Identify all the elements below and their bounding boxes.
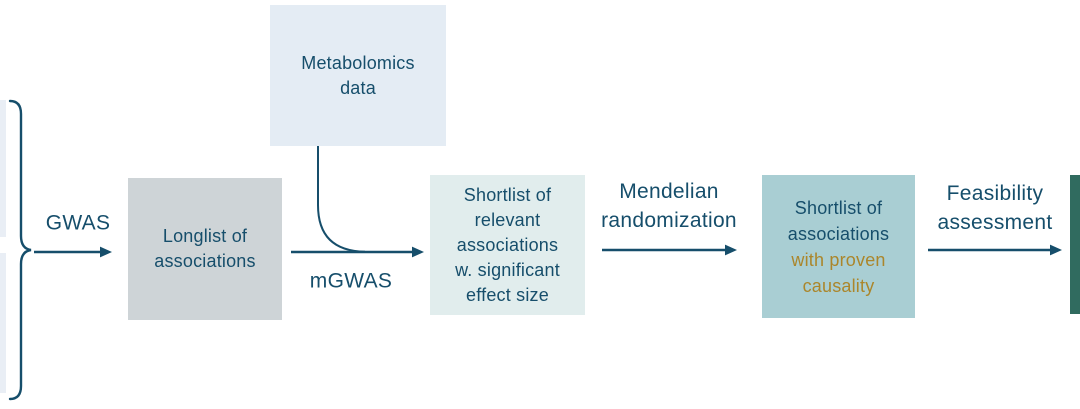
shortlist-effect-line: effect size: [466, 284, 549, 305]
longlist-line: associations: [154, 251, 256, 271]
feasibility-line: Feasibility: [946, 182, 1044, 205]
gwas-arrowhead: [100, 246, 112, 258]
shortlist-effect-line: associations: [456, 234, 559, 255]
partial-box-bottom-left: [0, 253, 6, 393]
metabolomics-data-box: Metabolomics data: [270, 5, 446, 146]
gwas-step-label: GWAS: [45, 211, 111, 235]
shortlist-effect-line: relevant: [474, 209, 541, 230]
shortlist-causal-highlight-line: with proven: [791, 249, 886, 270]
metabolomics-data-line: data: [340, 77, 376, 98]
mendelian-arrowhead: [725, 244, 737, 256]
partial-box-right: [1070, 175, 1080, 314]
shortlist-proven-causality-box: Shortlist of associations with proven ca…: [762, 175, 915, 318]
longlist-associations-box: Longlist of associations: [128, 178, 282, 320]
feasibility-line: assessment: [937, 211, 1053, 234]
feasibility-assessment-step-label: Feasibility assessment: [937, 179, 1052, 237]
mgwas-step-label: mGWAS: [309, 269, 393, 293]
mendelian-line: randomization: [601, 209, 737, 232]
shortlist-effect-line: Shortlist of: [463, 184, 552, 205]
curly-brace: [8, 99, 32, 401]
shortlist-effect-size-box: Shortlist of relevant associations w. si…: [430, 175, 585, 315]
partial-box-top-left: [0, 100, 6, 237]
mgwas-arrowhead: [412, 246, 424, 258]
shortlist-causal-line: Shortlist of: [794, 197, 883, 218]
mendelian-line: Mendelian: [619, 180, 719, 203]
shortlist-causal-line: associations: [787, 223, 890, 244]
shortlist-effect-line: w. significant: [455, 259, 560, 280]
metabolomics-data-line: Metabolomics: [301, 52, 415, 73]
feasibility-arrowhead: [1050, 244, 1062, 256]
mendelian-randomization-step-label: Mendelian randomization: [601, 177, 737, 235]
shortlist-causal-highlight-line: causality: [802, 275, 875, 296]
metabolomics-connector-curve: [317, 146, 366, 253]
longlist-line: Longlist of: [162, 226, 248, 246]
